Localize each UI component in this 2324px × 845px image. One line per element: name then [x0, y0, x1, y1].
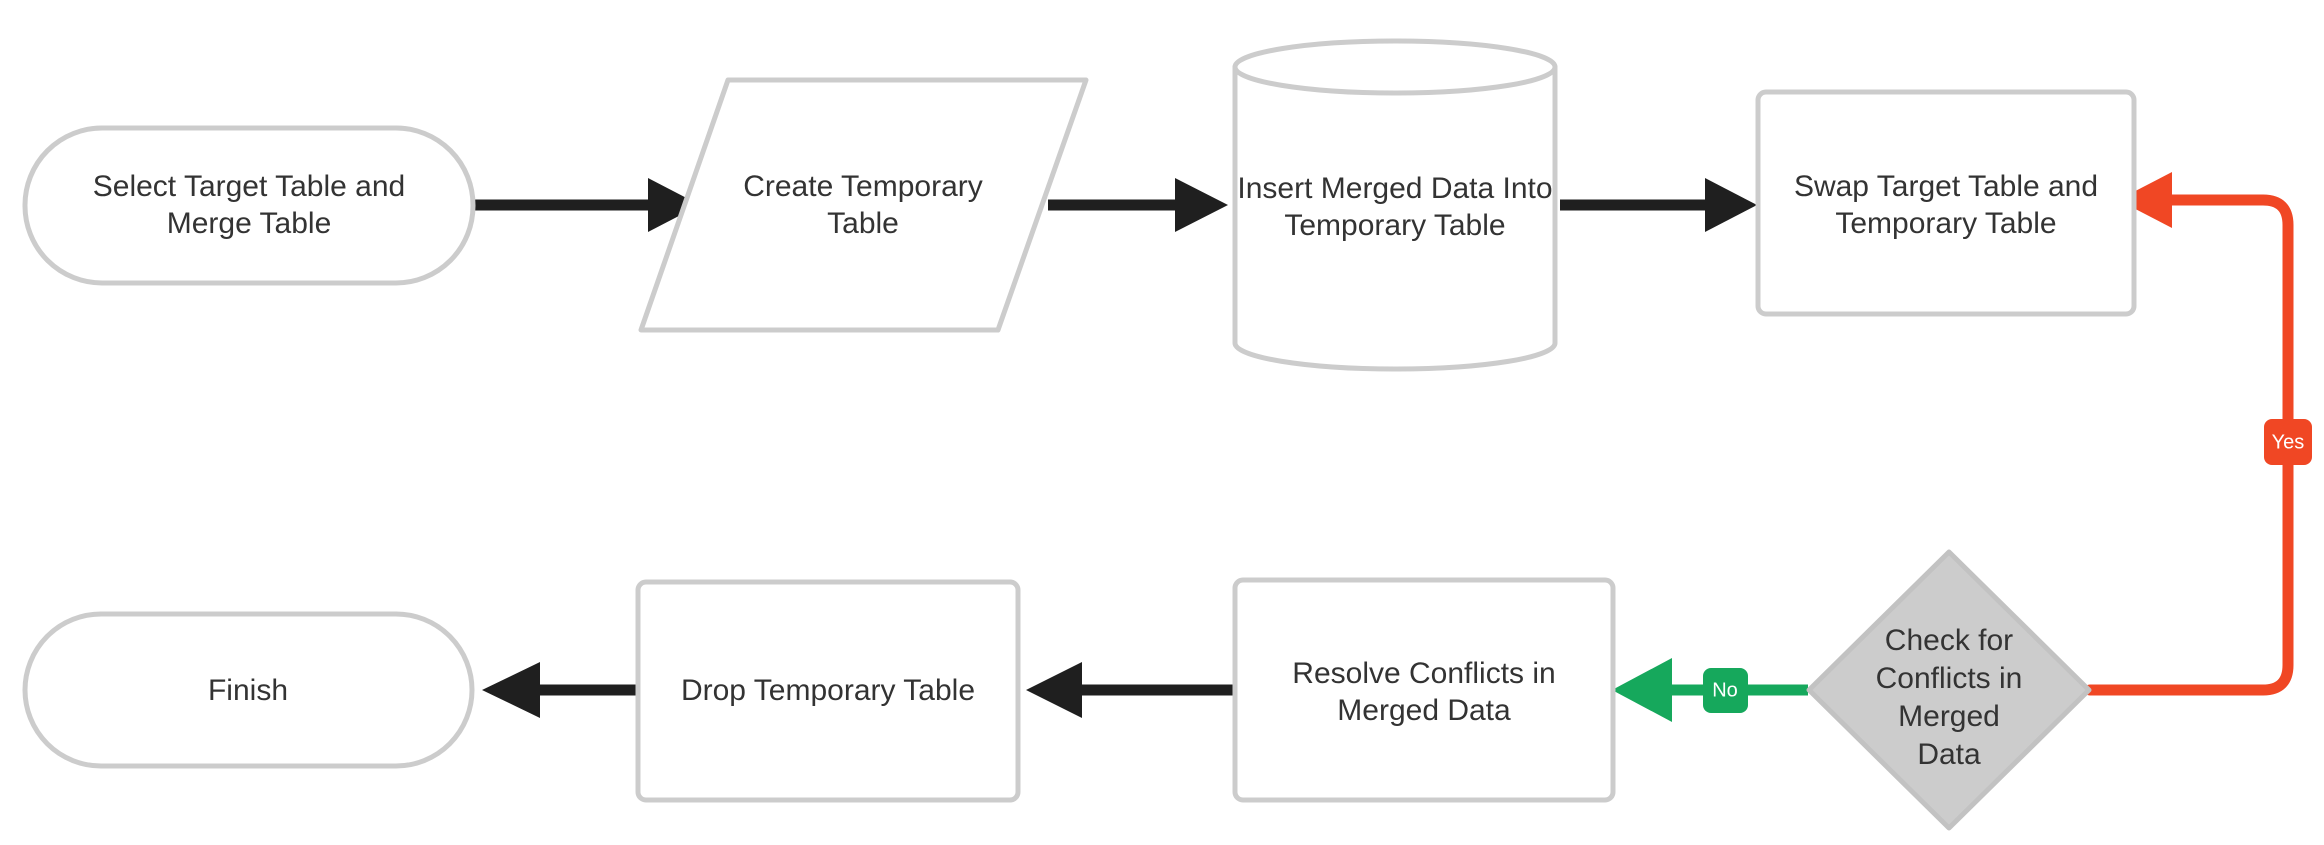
edge-resolve-to-drop — [1026, 662, 1235, 718]
node-insert-merged-data[interactable]: Insert Merged Data Into Temporary Table — [1232, 38, 1558, 372]
node-label-line3: Merged — [1898, 700, 2000, 733]
arrowhead-icon — [1026, 662, 1082, 718]
node-create-temporary-table[interactable]: Create Temporary Table — [638, 77, 1089, 333]
node-label-line2: Temporary Table — [1835, 207, 2056, 240]
node-select-target-table[interactable]: Select Target Table and Merge Table — [22, 125, 476, 286]
node-label-line1: Insert Merged Data Into — [1237, 172, 1552, 205]
node-shape-stadium — [22, 125, 476, 286]
node-label-line1: Finish — [208, 674, 288, 707]
node-label-line1: Create Temporary — [743, 170, 983, 203]
node-label-line2: Merged Data — [1337, 694, 1511, 727]
node-shape-parallelogram — [638, 77, 1089, 333]
node-shape-rect — [1755, 89, 2137, 317]
node-shape-cylinder-top — [1232, 38, 1558, 96]
edge-label-text: No — [1712, 679, 1738, 701]
edge-insert-to-swap — [1560, 178, 1757, 232]
node-label-line1: Drop Temporary Table — [681, 674, 975, 707]
node-label-line1: Check for — [1885, 624, 2013, 657]
edge-label-text: Yes — [2272, 431, 2305, 453]
arrowhead-icon — [1612, 658, 1672, 722]
edge-create-to-insert — [1048, 178, 1228, 232]
edge-label-background — [1703, 668, 1748, 713]
node-label-line1: Resolve Conflicts in — [1292, 657, 1555, 690]
node-label-line4: Data — [1917, 738, 1981, 771]
node-label-line2: Temporary Table — [1284, 209, 1505, 242]
node-shape-stadium — [22, 611, 475, 769]
node-shape-diamond — [1806, 549, 2092, 831]
edge-drop-to-finish — [482, 662, 638, 718]
node-resolve-conflicts[interactable]: Resolve Conflicts in Merged Data — [1232, 577, 1616, 803]
arrowhead-icon — [1705, 178, 1757, 232]
node-label-line2: Merge Table — [167, 207, 332, 240]
node-shape-cylinder-body — [1232, 64, 1558, 372]
arrowhead-icon — [2118, 172, 2172, 228]
arrowhead-icon — [482, 662, 540, 718]
edge-label-yes[interactable]: Yes — [2264, 419, 2312, 465]
arrowhead-icon — [1175, 178, 1228, 232]
node-label-line1: Select Target Table and — [93, 170, 405, 203]
node-label-line2: Conflicts in — [1876, 662, 2023, 695]
node-shape-rect — [1232, 577, 1616, 803]
node-label-line1: Swap Target Table and — [1794, 170, 2098, 203]
node-finish[interactable]: Finish — [22, 611, 475, 769]
node-swap-target-table[interactable]: Swap Target Table and Temporary Table — [1755, 89, 2137, 317]
node-drop-temporary-table[interactable]: Drop Temporary Table — [635, 579, 1021, 803]
arrowhead-icon — [648, 178, 700, 232]
node-shape-rect — [635, 579, 1021, 803]
node-label-line2: Table — [827, 207, 899, 240]
edge-label-background — [2264, 419, 2312, 465]
node-check-for-conflicts[interactable]: Check for Conflicts in Merged Data — [1806, 549, 2092, 831]
edge-label-no[interactable]: No — [1703, 668, 1748, 713]
edge-select-to-create — [470, 178, 700, 232]
